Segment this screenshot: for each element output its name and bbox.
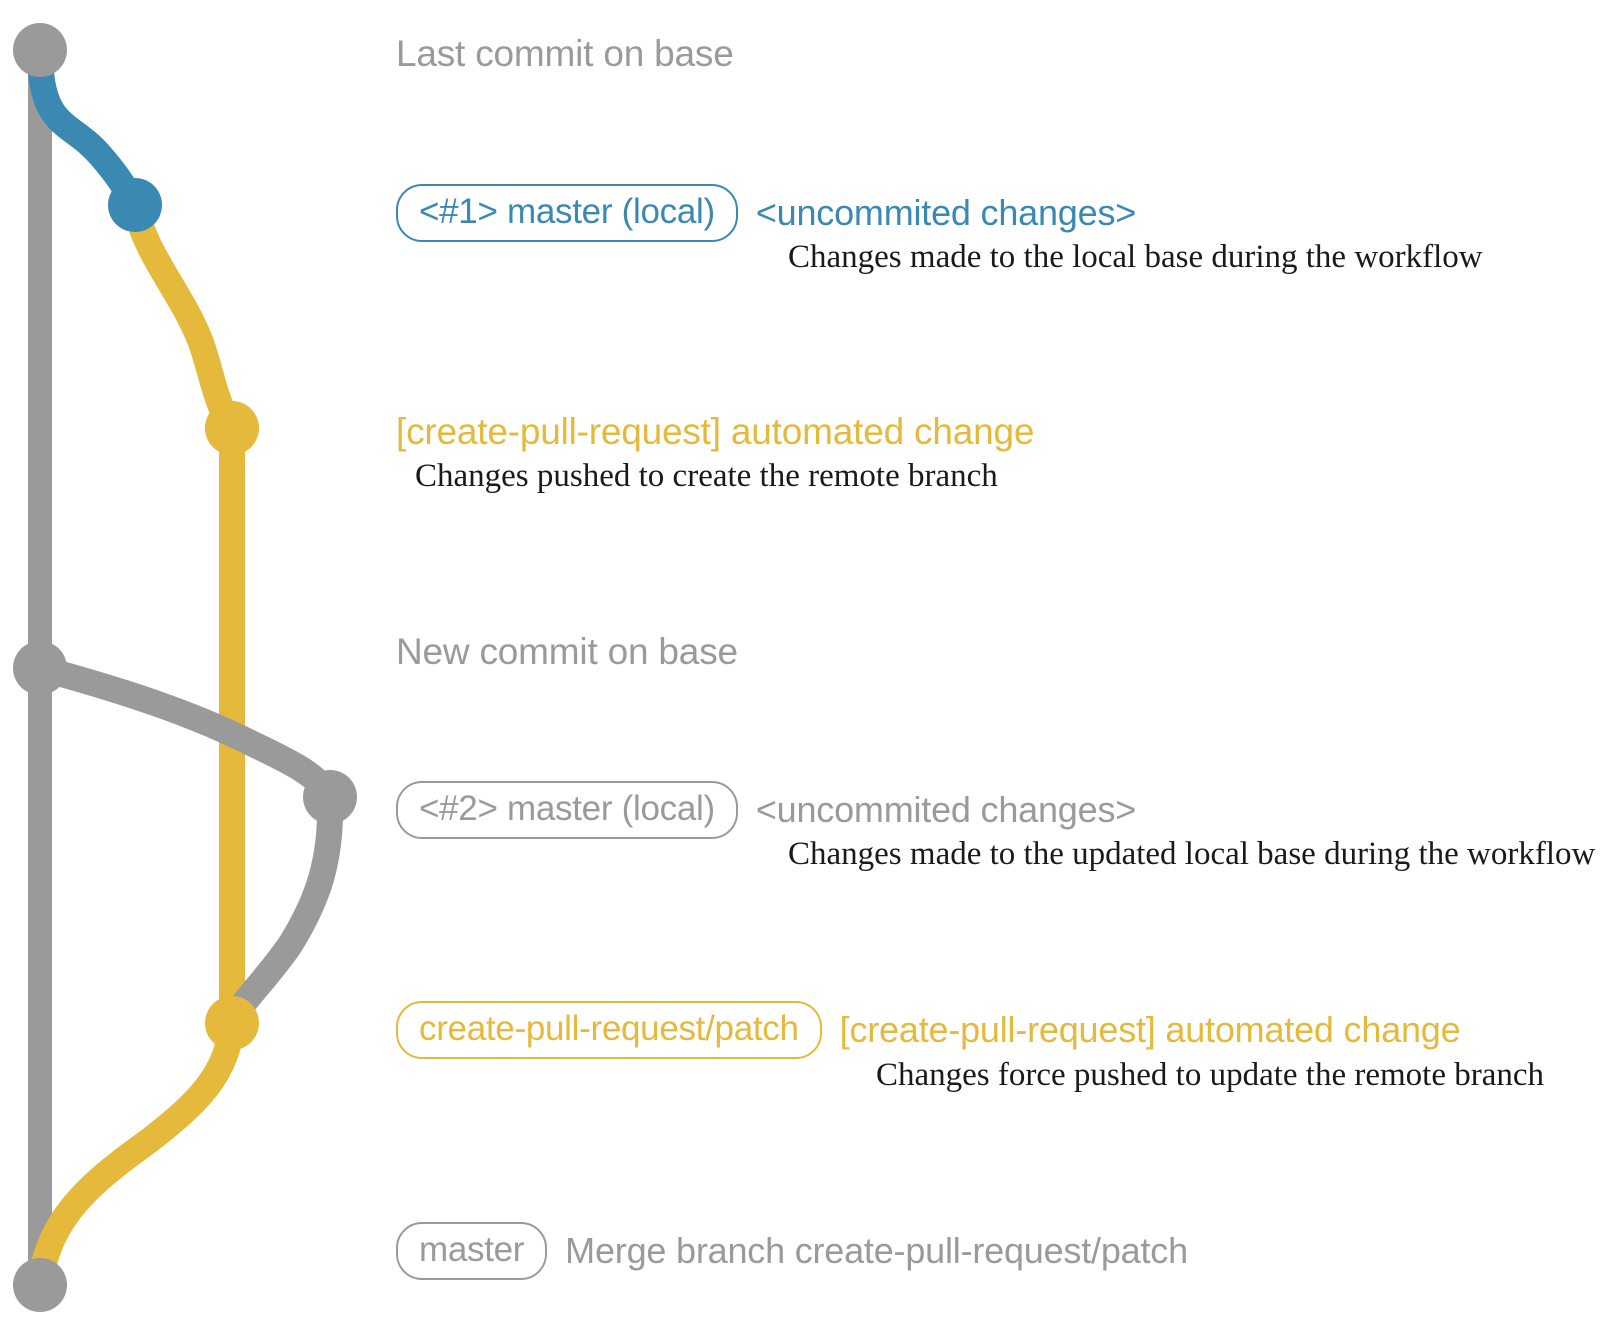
row-new-commit: New commit on base bbox=[396, 631, 738, 673]
commit-message-uncommited-changes-1: <uncommited changes> bbox=[755, 192, 1137, 233]
commit-node-master-local-1[interactable] bbox=[108, 178, 162, 232]
row-master-merge: master Merge branch create-pull-request/… bbox=[396, 1222, 1188, 1280]
branch-line-patch-upper bbox=[122, 192, 245, 1036]
commit-node-last-commit-on-base[interactable] bbox=[13, 23, 67, 77]
description-local-changes-2: Changes made to the updated local base d… bbox=[788, 836, 1596, 872]
commit-message-automated-change-1: [create-pull-request] automated change bbox=[396, 411, 1035, 452]
commit-message-new-commit: New commit on base bbox=[396, 631, 738, 672]
commit-message-last-commit: Last commit on base bbox=[396, 33, 734, 74]
row-master-local-2: <#2> master (local) <uncommited changes> bbox=[396, 781, 1136, 839]
branch-badge-master-local-2[interactable]: <#2> master (local) bbox=[396, 781, 738, 839]
commit-node-new-commit-on-base[interactable] bbox=[13, 641, 67, 695]
row-automated-change-1: [create-pull-request] automated change bbox=[396, 411, 1034, 453]
commit-message-automated-change-2: [create-pull-request] automated change bbox=[839, 1009, 1461, 1050]
description-force-pushed-update-remote-branch: Changes force pushed to update the remot… bbox=[876, 1057, 1545, 1093]
branch-line-local-2 bbox=[27, 655, 343, 810]
row-master-local-1: <#1> master (local) <uncommited changes> bbox=[396, 184, 1136, 242]
row-last-commit: Last commit on base bbox=[396, 33, 734, 75]
commit-node-automated-change-1[interactable] bbox=[205, 401, 259, 455]
description-pushed-create-remote-branch: Changes pushed to create the remote bran… bbox=[415, 458, 998, 494]
branch-line-patch-merge bbox=[27, 1010, 245, 1298]
branch-line-local-1 bbox=[27, 37, 148, 218]
commit-message-merge-branch: Merge branch create-pull-request/patch bbox=[565, 1230, 1188, 1271]
branch-badge-create-pull-request-patch[interactable]: create-pull-request/patch bbox=[396, 1001, 822, 1059]
branch-badge-master[interactable]: master bbox=[396, 1222, 548, 1280]
branch-line-local2-to-patch bbox=[219, 784, 344, 1036]
row-patch-branch: create-pull-request/patch [create-pull-r… bbox=[396, 1001, 1461, 1059]
commit-node-master-local-2[interactable] bbox=[303, 770, 357, 824]
commit-node-patch-branch[interactable] bbox=[205, 996, 259, 1050]
description-local-changes-1: Changes made to the local base during th… bbox=[788, 239, 1483, 275]
commit-message-uncommited-changes-2: <uncommited changes> bbox=[755, 789, 1137, 830]
branch-badge-master-local-1[interactable]: <#1> master (local) bbox=[396, 184, 738, 242]
commit-node-master-merge[interactable] bbox=[13, 1258, 67, 1312]
